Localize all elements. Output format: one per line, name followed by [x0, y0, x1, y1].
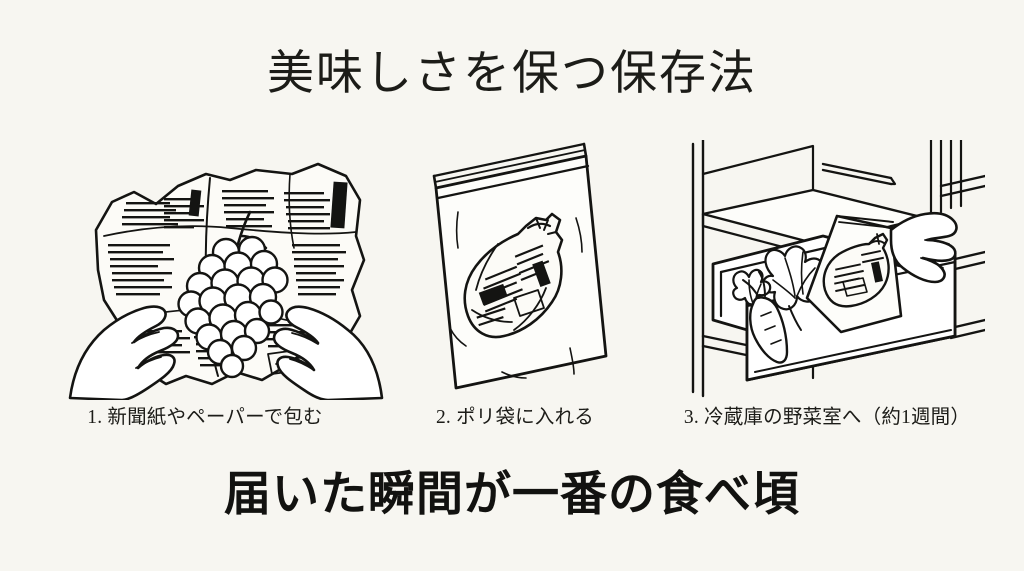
- step-3-caption: 3. 冷蔵庫の野菜室へ（約1週間）: [683, 407, 971, 428]
- hands-wrapping-newspaper-icon: [68, 162, 384, 400]
- ziplock-bag-icon: [432, 142, 608, 390]
- fridge-vegetable-drawer-icon: [691, 140, 985, 398]
- step-3-illustration: [655, 140, 985, 400]
- illustration-row: [0, 140, 1024, 400]
- step-2-illustration: [410, 140, 615, 400]
- caption-row: 1. 新聞紙やペーパーで包む 2. ポリ袋に入れる 3. 冷蔵庫の野菜室へ（約1…: [0, 404, 1024, 436]
- step-2-caption: 2. ポリ袋に入れる: [435, 407, 594, 428]
- footer-headline: 届いた瞬間が一番の食べ頃: [224, 469, 800, 521]
- step-1-illustration: [60, 140, 390, 400]
- step-1-caption: 1. 新聞紙やペーパーで包む: [87, 407, 323, 428]
- page-title: 美味しさを保つ保存法: [267, 48, 757, 100]
